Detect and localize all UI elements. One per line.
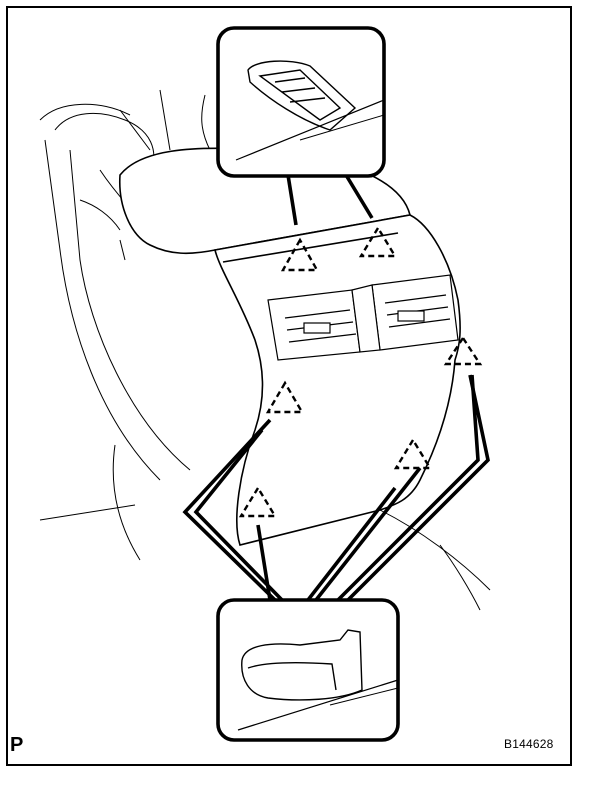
- clip-marker-triangle: [358, 225, 398, 258]
- clip-markers: [238, 225, 483, 518]
- rear-ac-vent: [267, 274, 459, 361]
- clip-marker-triangle: [280, 237, 320, 272]
- callout-leaders: [182, 174, 490, 602]
- clip-marker-triangle: [393, 437, 433, 470]
- seat-background-lines: [39, 89, 491, 611]
- figure-id: B144628: [504, 737, 554, 751]
- clip-marker-triangle: [443, 335, 483, 366]
- callout-top: [216, 26, 386, 178]
- clip-marker-triangle: [238, 485, 278, 518]
- figure-border: [6, 6, 572, 766]
- callout-bottom: [216, 598, 400, 742]
- corner-label: P: [10, 734, 24, 756]
- clip-marker-triangle: [265, 380, 305, 414]
